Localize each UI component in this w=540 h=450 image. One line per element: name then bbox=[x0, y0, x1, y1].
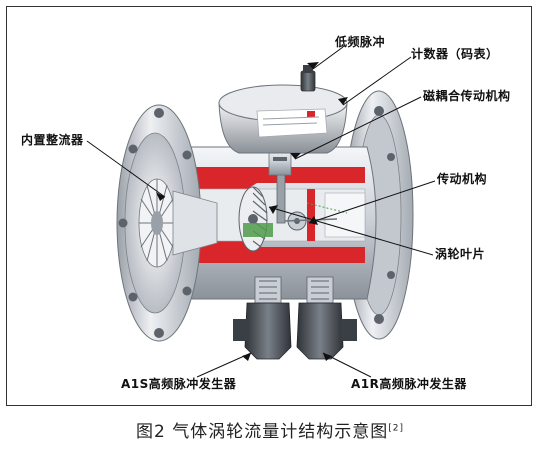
label-magnetic-coupling: 磁耦合传动机构 bbox=[423, 89, 511, 103]
turbine-rotor bbox=[238, 186, 273, 252]
figure-caption: 图2 气体涡轮流量计结构示意图[2] bbox=[0, 417, 540, 442]
leader-arrowheads bbox=[156, 62, 348, 361]
label-counter: 计数器（码表） bbox=[411, 47, 499, 61]
leader-turbine-blade bbox=[268, 206, 434, 256]
leader-low-frequency-pulse bbox=[312, 46, 344, 70]
label-low-frequency-pulse: 低频脉冲 bbox=[335, 35, 386, 49]
leader-magnetic-coupling bbox=[294, 96, 422, 160]
a1r-pulse-generator bbox=[296, 276, 357, 360]
leader-transmission bbox=[308, 180, 436, 224]
label-a1s-generator: A1S高频脉冲发生器 bbox=[121, 377, 237, 391]
leader-counter bbox=[342, 56, 412, 106]
counter-head bbox=[218, 84, 348, 154]
a1s-pulse-generator bbox=[233, 276, 292, 360]
flowmeter-illustration bbox=[86, 46, 436, 378]
low-frequency-pulse-connector bbox=[300, 65, 316, 92]
label-built-in-straightener: 内置整流器 bbox=[21, 133, 84, 147]
label-turbine-blade: 涡轮叶片 bbox=[435, 247, 486, 261]
leader-built-in-straightener bbox=[86, 140, 166, 198]
label-transmission: 传动机构 bbox=[437, 172, 488, 186]
caption-text: 图2 气体涡轮流量计结构示意图 bbox=[136, 422, 389, 442]
label-a1r-generator: A1R高频脉冲发生器 bbox=[351, 377, 467, 391]
flow-straightener bbox=[138, 178, 218, 268]
diagram-frame: 低频脉冲 计数器（码表） 磁耦合传动机构 内置整流器 传动机构 涡轮叶片 A1S… bbox=[6, 6, 532, 406]
leader-lines bbox=[86, 46, 436, 378]
caption-reference: [2] bbox=[388, 423, 404, 434]
leader-a1s bbox=[196, 352, 252, 378]
leader-a1r bbox=[322, 352, 372, 378]
